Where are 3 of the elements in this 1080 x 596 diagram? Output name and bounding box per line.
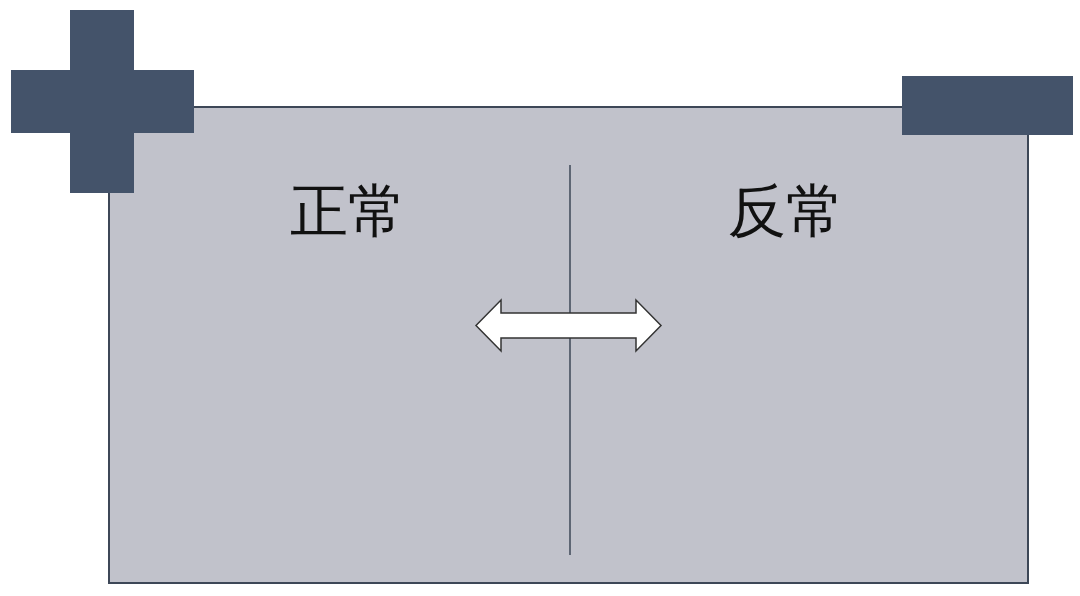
label-text: 反常 (728, 182, 844, 240)
label-text: 正常 (290, 182, 406, 240)
battery-box (108, 106, 1029, 584)
